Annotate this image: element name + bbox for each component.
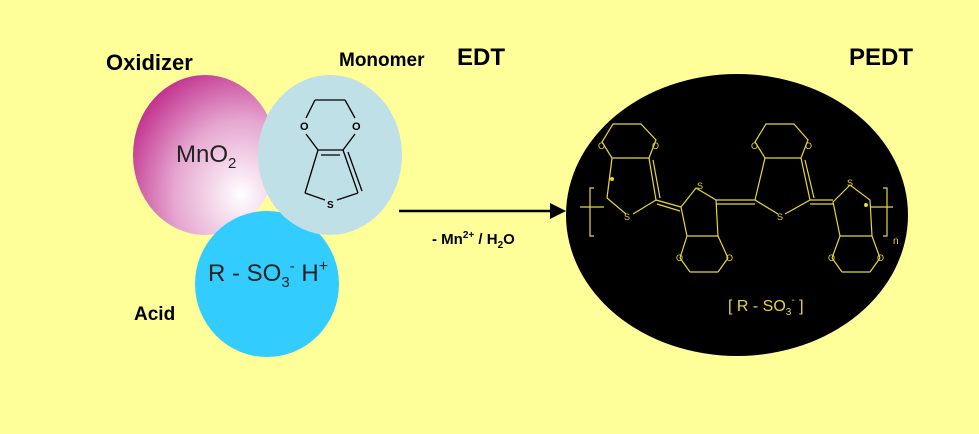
pedt-s-4: S [847,178,853,188]
edt-structure [304,99,363,201]
pedt-o-1: O [598,141,605,151]
monomer-label: Monomer [339,50,425,71]
polymer-circle [566,74,908,356]
pedt-o-6: O [805,141,812,151]
reaction-condition: - Mn2+ / H2O [432,230,515,251]
pedt-o-5: O [751,141,758,151]
pedt-o-2: O [652,141,659,151]
acid-circle [195,211,339,357]
pedt-counterion: [ R - SO3- ] [728,295,804,318]
pedt-s-1: S [624,212,630,222]
oxidizer-label: Oxidizer [106,50,193,75]
reaction-arrow [399,203,566,219]
pedt-structure [580,123,893,273]
edt-oxygen-left: O [300,121,309,133]
pedt-label: PEDT [849,44,913,71]
pedt-atoms: O O S S O O O O S S O O [598,141,884,263]
pedt-o-3: O [676,253,683,263]
radical-dot-right [864,203,868,207]
edt-oxygen-right: O [352,121,361,133]
radical-dot-left [610,177,614,181]
pedt-repeat-n: n [893,236,899,247]
pedt-o-7: O [828,253,835,263]
acid-label: Acid [134,304,175,325]
edt-sulfur: S [327,200,334,211]
pedt-s-2: S [697,181,703,191]
acid-formula: R - SO3- H+ [208,258,328,291]
oxidizer-circle [133,75,277,235]
pedt-s-3: S [777,212,783,222]
oxidizer-formula: MnO2 [176,141,236,172]
edt-label: EDT [457,44,505,71]
pedt-o-8: O [877,253,884,263]
pedt-o-4: O [726,253,733,263]
